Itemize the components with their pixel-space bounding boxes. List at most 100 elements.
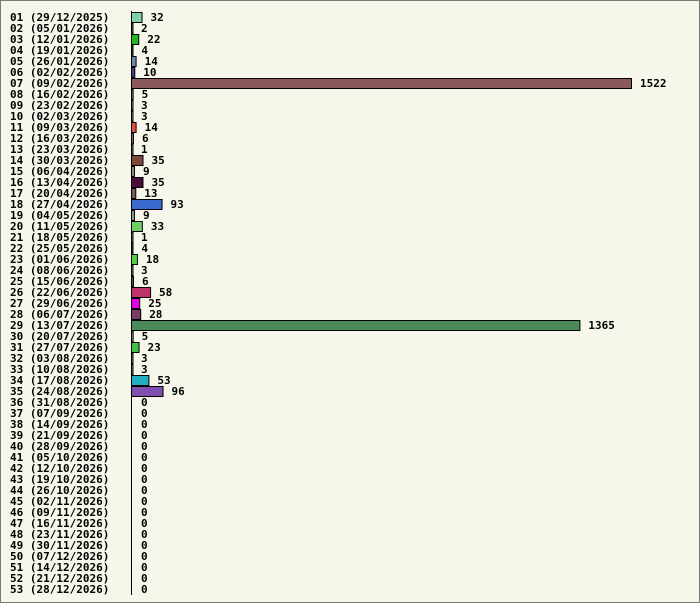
bar <box>131 56 137 67</box>
category-label: 34 (17/08/2026) <box>10 374 109 387</box>
value-label: 3 <box>141 99 148 112</box>
value-label: 14 <box>145 55 159 68</box>
bar <box>131 364 134 375</box>
bar <box>131 45 134 56</box>
category-label: 42 (12/10/2026) <box>10 462 109 475</box>
category-label: 28 (06/07/2026) <box>10 308 109 321</box>
bar <box>131 309 142 320</box>
value-label: 93 <box>171 198 184 211</box>
value-label: 0 <box>141 539 148 552</box>
category-label: 19 (04/05/2026) <box>10 209 109 222</box>
value-label: 0 <box>141 561 148 574</box>
bar <box>131 353 134 364</box>
category-label: 46 (09/11/2026) <box>10 506 109 519</box>
category-label: 45 (02/11/2026) <box>10 495 109 508</box>
bar <box>131 23 134 34</box>
value-label: 0 <box>141 484 148 497</box>
category-label: 14 (30/03/2026) <box>10 154 109 167</box>
bar <box>131 232 134 243</box>
category-label: 23 (01/06/2026) <box>10 253 109 266</box>
category-label: 05 (26/01/2026) <box>10 55 109 68</box>
category-label: 09 (23/02/2026) <box>10 99 109 112</box>
category-label: 21 (18/05/2026) <box>10 231 109 244</box>
value-label: 58 <box>159 286 172 299</box>
category-label: 02 (05/01/2026) <box>10 22 109 35</box>
value-label: 10 <box>143 66 156 79</box>
bar <box>131 276 134 287</box>
category-label: 40 (28/09/2026) <box>10 440 109 453</box>
category-label: 06 (02/02/2026) <box>10 66 109 79</box>
category-label: 07 (09/02/2026) <box>10 77 109 90</box>
category-label: 44 (26/10/2026) <box>10 484 109 497</box>
value-label: 28 <box>149 308 162 321</box>
value-label: 0 <box>141 572 148 585</box>
bar <box>131 34 140 45</box>
value-label: 2 <box>141 22 148 35</box>
category-label: 30 (20/07/2026) <box>10 330 109 343</box>
bar <box>131 122 137 133</box>
value-label: 5 <box>142 88 149 101</box>
value-label: 0 <box>141 495 148 508</box>
bar <box>131 265 134 276</box>
bar <box>131 100 134 111</box>
value-label: 33 <box>151 220 164 233</box>
category-label: 22 (25/05/2026) <box>10 242 109 255</box>
category-label: 29 (13/07/2026) <box>10 319 109 332</box>
bar <box>131 111 134 122</box>
value-label: 0 <box>141 528 148 541</box>
category-label: 17 (20/04/2026) <box>10 187 109 200</box>
bar <box>131 188 137 199</box>
value-label: 0 <box>141 583 148 596</box>
value-label: 25 <box>148 297 161 310</box>
bar <box>131 320 581 331</box>
value-label: 13 <box>144 187 157 200</box>
value-label: 32 <box>151 11 164 24</box>
bar <box>131 342 140 353</box>
value-label: 9 <box>143 165 150 178</box>
category-label: 35 (24/08/2026) <box>10 385 109 398</box>
value-label: 0 <box>141 407 148 420</box>
bar <box>131 243 134 254</box>
category-label: 08 (16/02/2026) <box>10 88 109 101</box>
category-label: 43 (19/10/2026) <box>10 473 109 486</box>
value-label: 22 <box>147 33 160 46</box>
category-label: 33 (10/08/2026) <box>10 363 109 376</box>
value-label: 96 <box>172 385 186 398</box>
bar <box>131 166 135 177</box>
category-label: 41 (05/10/2026) <box>10 451 109 464</box>
category-label: 51 (14/12/2026) <box>10 561 109 574</box>
category-label: 18 (27/04/2026) <box>10 198 109 211</box>
bar <box>131 155 144 166</box>
bar <box>131 375 150 386</box>
bar <box>131 144 134 155</box>
category-label: 12 (16/03/2026) <box>10 132 109 145</box>
bar <box>131 386 164 397</box>
category-label: 31 (27/07/2026) <box>10 341 109 354</box>
value-label: 14 <box>145 121 159 134</box>
category-label: 52 (21/12/2026) <box>10 572 109 585</box>
category-label: 38 (14/09/2026) <box>10 418 109 431</box>
value-label: 3 <box>141 363 148 376</box>
category-label: 53 (28/12/2026) <box>10 583 109 596</box>
category-label: 26 (22/06/2026) <box>10 286 109 299</box>
bar <box>131 287 152 298</box>
bar <box>131 177 144 188</box>
bar <box>131 89 134 100</box>
category-label: 39 (21/09/2026) <box>10 429 109 442</box>
category-label: 27 (29/06/2026) <box>10 297 109 310</box>
value-label: 0 <box>141 473 148 486</box>
value-label: 0 <box>141 418 148 431</box>
category-label: 24 (08/06/2026) <box>10 264 109 277</box>
value-label: 35 <box>151 154 164 167</box>
bar <box>131 199 163 210</box>
bar <box>131 331 134 342</box>
category-label: 03 (12/01/2026) <box>10 33 109 46</box>
category-label: 36 (31/08/2026) <box>10 396 109 409</box>
value-label: 6 <box>142 132 149 145</box>
value-label: 3 <box>141 352 148 365</box>
category-label: 10 (02/03/2026) <box>10 110 109 123</box>
value-label: 23 <box>148 341 161 354</box>
category-label: 04 (19/01/2026) <box>10 44 109 57</box>
